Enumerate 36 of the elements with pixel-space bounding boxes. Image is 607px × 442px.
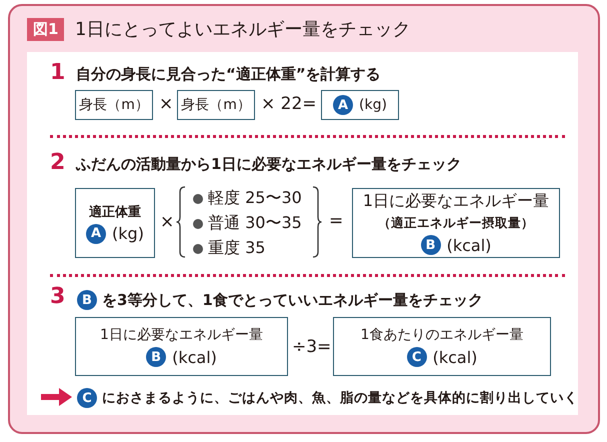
box-text: (kg): [112, 224, 144, 243]
formula-box: [75, 90, 153, 120]
formula-box: [75, 317, 288, 376]
note-text: におさまるように、ごはんや肉、魚、脂の量などを具体的に割り出していく: [102, 389, 578, 407]
formula-box: [352, 188, 560, 258]
formula-box: [177, 90, 255, 120]
activity-level: 軽度 25〜30: [208, 188, 302, 209]
operator: ×: [160, 212, 174, 232]
formula-box: [333, 317, 551, 376]
operator: =: [329, 211, 344, 231]
step-heading: 自分の身長に見合った“適正体重”を計算する: [76, 65, 381, 84]
box-text: （適正エネルギー摂取量）: [378, 215, 534, 232]
figure-title: 1日にとってよいエネルギー量をチェック: [75, 18, 410, 41]
operator: × 22=: [261, 94, 317, 114]
box-text: 1食あたりのエネルギー量: [360, 326, 524, 344]
step-heading: ふだんの活動量から1日に必要なエネルギー量をチェック: [76, 155, 462, 174]
formula-box: [75, 188, 155, 258]
box-text: (kcal): [172, 348, 217, 366]
step-heading: を3等分して、1食でとっていいエネルギー量をチェック: [102, 291, 483, 310]
box-text: 1日に必要なエネルギー量: [362, 191, 550, 212]
box-text: (kcal): [432, 348, 478, 366]
box-text: 身長（m）: [181, 96, 251, 114]
box-text: (kcal): [446, 236, 492, 254]
box-text: 1日に必要なエネルギー量: [100, 326, 263, 344]
operator: ÷3=: [292, 337, 332, 357]
step-number: 1: [50, 60, 66, 85]
formula-box: [321, 90, 399, 120]
step-number: 2: [50, 150, 66, 175]
box-text: 身長（m）: [79, 96, 149, 114]
box-text: (kg): [359, 97, 387, 113]
figure-tag: 図1: [27, 18, 64, 41]
step-number: 3: [50, 284, 66, 309]
activity-level: 普通 30〜35: [208, 213, 302, 234]
operator: ×: [159, 94, 174, 114]
activity-level: 重度 35: [208, 238, 266, 259]
box-text: 適正体重: [89, 204, 141, 220]
